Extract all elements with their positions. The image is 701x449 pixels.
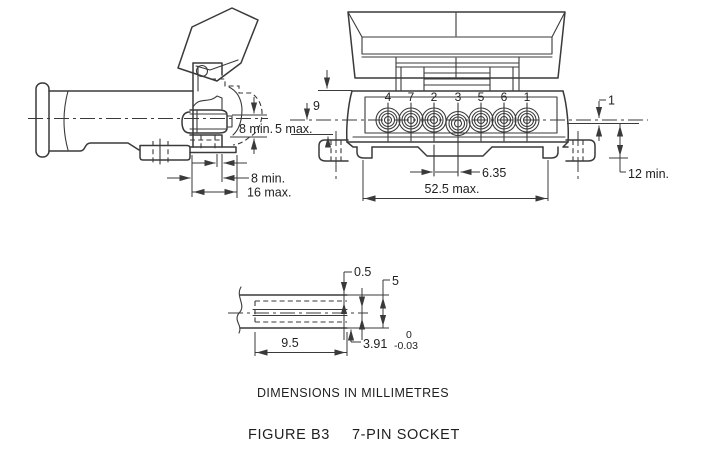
dim-centre-to-flange-label: 5 max. [275, 122, 313, 136]
figure-number: FIGURE B3 [248, 427, 330, 443]
pin-number-2: 2 [431, 90, 438, 104]
dim-overall-width-label: 52.5 max. [425, 182, 480, 196]
dim-centre-to-mounting-label: 12 min. [628, 167, 669, 181]
dim-centre-pin-offset-label: 1 [608, 94, 615, 108]
tolerance-lower-label: -0.03 [394, 340, 418, 352]
dim-wall-thickness-label: 0.5 [354, 265, 371, 279]
dim-blade-width-label: 3.91 [363, 337, 387, 351]
dim-pin-projection-label: 8 min. [251, 172, 285, 186]
front-view-drawing: 4 7 2 3 5 6 1 9 5 max. 1 12 min. 6.35 52… [275, 11, 669, 202]
pin-number-7: 7 [408, 90, 415, 104]
tolerance-upper-label: 0 [406, 329, 412, 341]
pin-number-3: 3 [455, 90, 462, 104]
dim-slot-height-label: 5 [392, 274, 399, 288]
dim-slot-depth-label: 9.5 [281, 336, 298, 350]
pin-number-4: 4 [385, 90, 392, 104]
dim-pin-pitch-label: 6.35 [482, 166, 506, 180]
captions: DIMENSIONS IN MILLIMETRES FIGURE B3 7-PI… [248, 386, 460, 443]
side-view-drawing: 8 min. 8 min. 16 max. [28, 7, 291, 200]
pin-number-6: 6 [501, 90, 508, 104]
figure-title: 7-PIN SOCKET [352, 427, 460, 443]
dim-top-to-centre-label: 9 [313, 99, 320, 113]
dim-overall-depth-label: 16 max. [247, 186, 291, 200]
units-note: DIMENSIONS IN MILLIMETRES [257, 386, 449, 400]
pin-number-5: 5 [478, 90, 485, 104]
dim-contact-height-label: 8 min. [239, 122, 273, 136]
pin-number-1: 1 [524, 90, 531, 104]
detail-view-drawing: 0.5 5 3.91 0 -0.03 9.5 [228, 265, 418, 356]
